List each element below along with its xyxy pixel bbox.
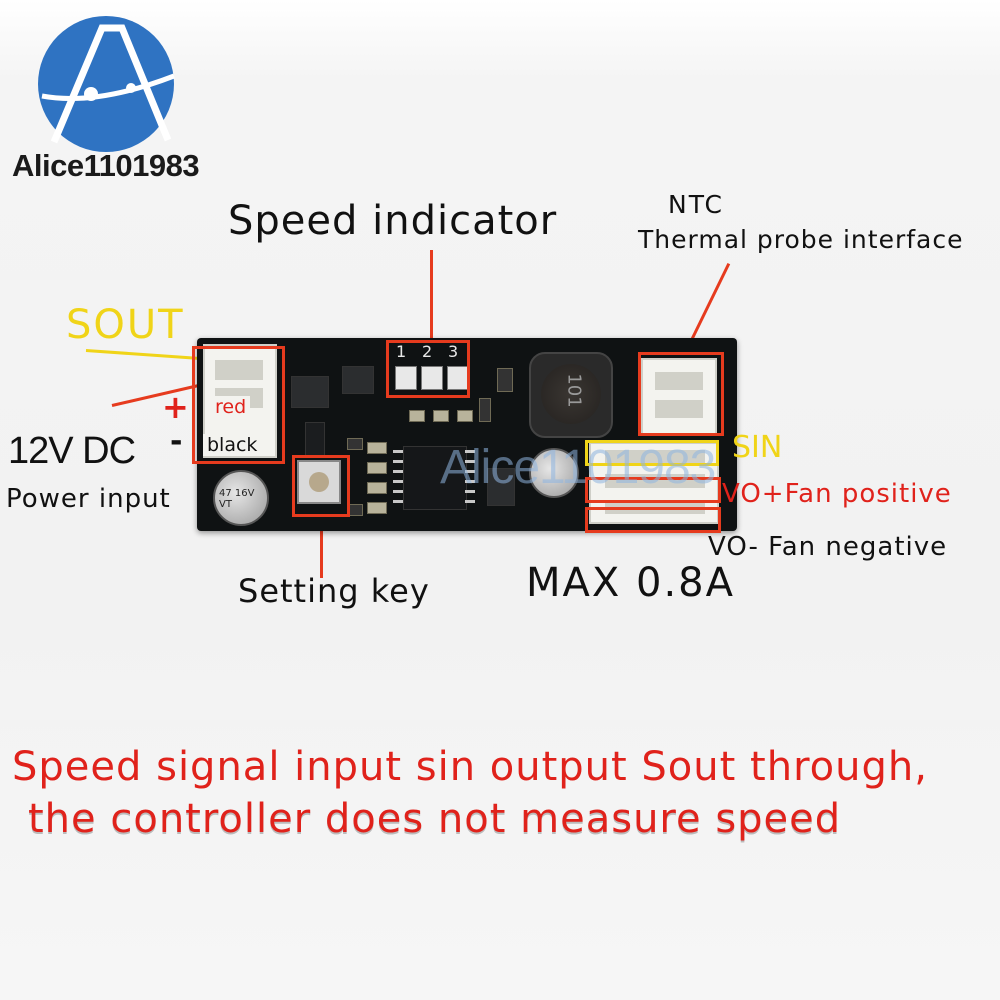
led-number-3: 3 xyxy=(448,342,459,361)
ntc-label: NTC xyxy=(668,190,724,219)
minus-label: - xyxy=(170,424,183,459)
capacitor-right xyxy=(529,448,579,498)
voltage-label: 12V DC xyxy=(8,430,136,472)
vo-plus-highlight xyxy=(585,477,721,503)
led-2 xyxy=(421,366,443,390)
vo-minus-label: VO- Fan negative xyxy=(708,532,948,562)
mosfet xyxy=(487,468,515,506)
ntc-connector xyxy=(641,358,717,436)
power-connector-highlight xyxy=(192,346,285,464)
top-chip xyxy=(342,366,374,394)
max-current-label: MAX 0.8A xyxy=(526,560,735,606)
vo-minus-highlight xyxy=(585,507,721,533)
setting-key-highlight xyxy=(292,455,350,517)
setting-key-pointer-line xyxy=(320,520,323,578)
watermark: Alice1101983 xyxy=(440,441,716,494)
capacitor-left-text: 47 16V VT xyxy=(219,488,255,510)
power-input-label: Power input xyxy=(6,484,171,514)
brand-name: Alice1101983 xyxy=(12,148,200,183)
red-wire-label: red xyxy=(211,396,251,418)
regulator-chip xyxy=(291,376,329,408)
led-1 xyxy=(395,366,417,390)
speed-indicator-label: Speed indicator xyxy=(228,198,558,244)
setting-key-label: Setting key xyxy=(238,572,430,610)
capacitor-left xyxy=(213,470,269,526)
inductor-text: 101 xyxy=(563,373,585,408)
fan-connector xyxy=(589,442,719,524)
speed-indicator-highlight xyxy=(386,340,470,398)
led-number-2: 2 xyxy=(422,342,433,361)
diode xyxy=(305,422,325,458)
speed-indicator-pointer-line xyxy=(430,250,433,342)
caption-line-1: Speed signal input sin output Sout throu… xyxy=(12,744,928,790)
pcb-board: red black 47 16V VT 101 xyxy=(197,338,737,531)
vo-plus-label: VO+Fan positive xyxy=(722,479,952,509)
sout-label: SOUT xyxy=(66,302,185,348)
led-number-1: 1 xyxy=(396,342,407,361)
inductor xyxy=(529,352,613,438)
setting-key-button[interactable] xyxy=(297,460,341,504)
caption-line-2: the controller does not measure speed xyxy=(28,796,842,842)
ntc-highlight xyxy=(638,352,724,436)
sin-highlight xyxy=(585,440,719,466)
brand-logo-icon xyxy=(38,16,175,152)
ntc-subtitle-label: Thermal probe interface xyxy=(638,225,964,254)
sin-label: SIN xyxy=(732,430,783,465)
controller-ic xyxy=(403,446,467,510)
black-wire-label: black xyxy=(203,434,262,456)
